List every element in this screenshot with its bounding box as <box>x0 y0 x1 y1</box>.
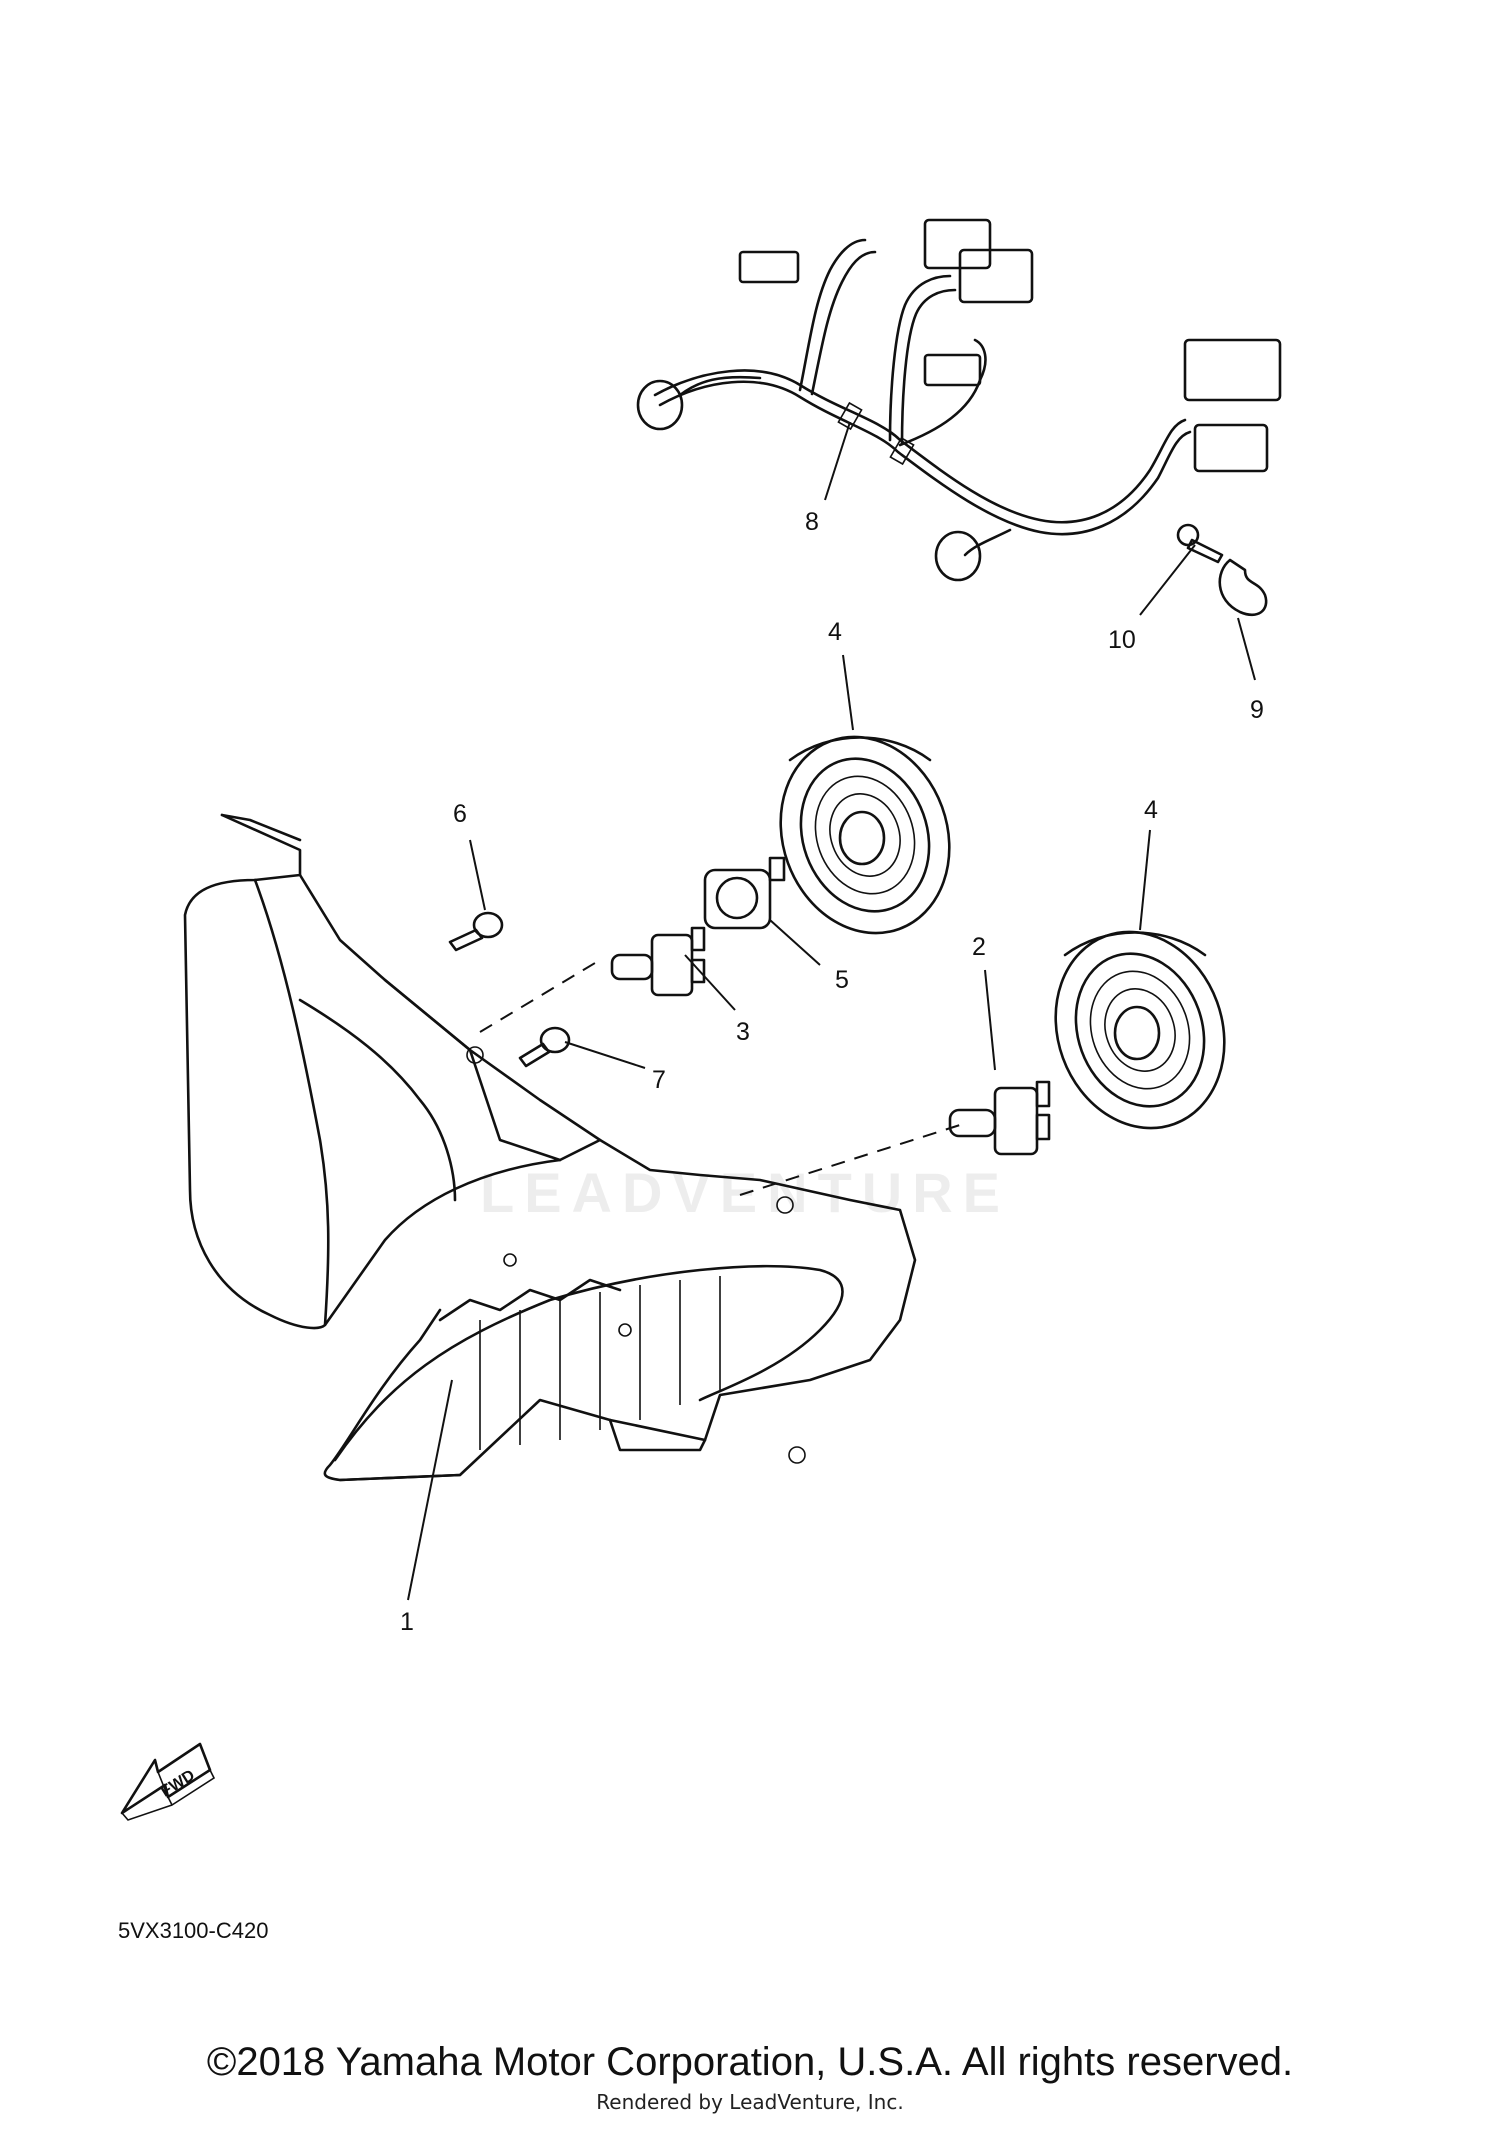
bulb-socket-5[interactable] <box>703 856 786 930</box>
leader-lines <box>407 421 1256 1601</box>
bulb-3[interactable] <box>610 926 706 997</box>
diagram-code: 5VX3100-C420 <box>118 1918 269 1943</box>
callout-1: 1 <box>400 1608 414 1636</box>
callout-3: 3 <box>736 1018 750 1046</box>
callout-4-upper: 4 <box>828 618 842 646</box>
callout-9: 9 <box>1250 696 1264 724</box>
socket-cover-upper[interactable] <box>754 713 977 957</box>
callout-7: 7 <box>652 1066 666 1094</box>
clamp-9[interactable] <box>1218 558 1268 617</box>
rendered-by-notice: Rendered by LeadVenture, Inc. <box>596 2090 904 2114</box>
callout-5: 5 <box>835 966 849 994</box>
copyright-notice: ©2018 Yamaha Motor Corporation, U.S.A. A… <box>206 2040 1294 2084</box>
socket-cover-lower[interactable] <box>1029 908 1252 1152</box>
bulb-2[interactable] <box>948 1080 1051 1156</box>
screw-10[interactable] <box>1176 523 1224 564</box>
watermark-text: LEADVENTURE <box>480 1161 1011 1224</box>
fwd-arrow-icon: FWD <box>120 1742 216 1821</box>
screw-7[interactable] <box>518 1026 571 1068</box>
screw-6[interactable] <box>448 911 504 952</box>
callout-6: 6 <box>453 800 467 828</box>
headlight-assembly[interactable] <box>183 813 917 1482</box>
callout-8: 8 <box>805 508 819 536</box>
fwd-label: FWD <box>158 1767 198 1801</box>
callout-10: 10 <box>1108 626 1136 654</box>
callout-4-lower: 4 <box>1144 796 1158 824</box>
wire-harness[interactable] <box>636 218 1282 582</box>
callout-2: 2 <box>972 933 986 961</box>
